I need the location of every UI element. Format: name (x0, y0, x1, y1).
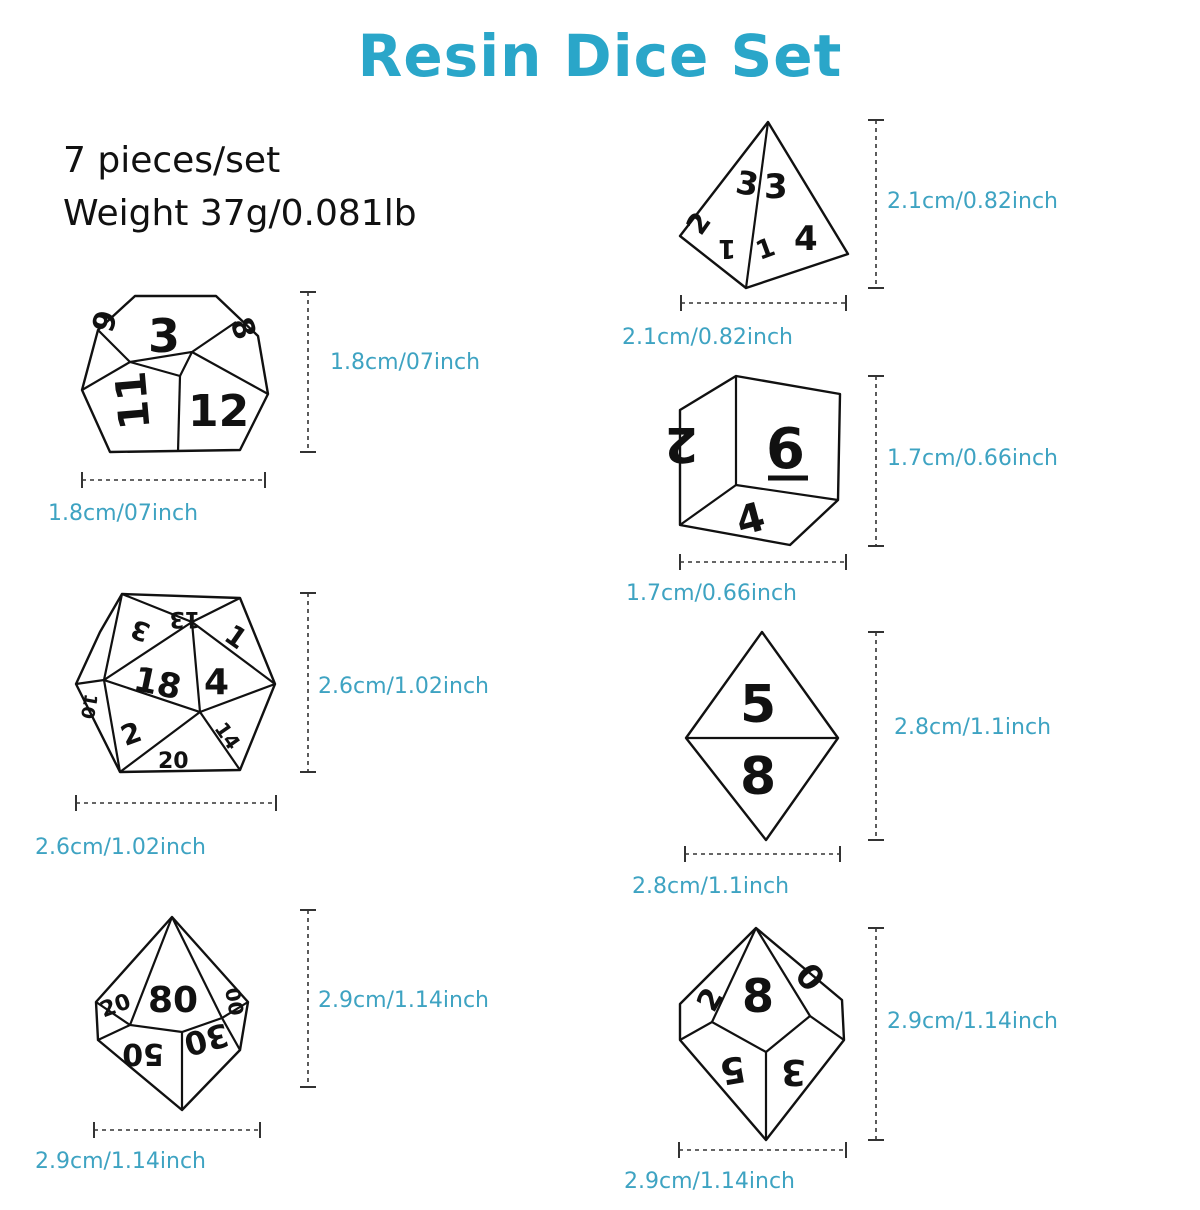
d8-height-label: 2.8cm/1.1inch (894, 715, 1052, 740)
d20-die: 13 3 1 18 4 10 2 14 20 (74, 592, 277, 774)
d12-face-label: 12 (188, 386, 249, 437)
d10-height-label: 2.9cm/1.14inch (887, 1009, 1059, 1034)
d10-width-label: 2.9cm/1.14inch (624, 1169, 796, 1194)
d8-face-label: 5 (740, 675, 776, 735)
d4-face-label: 1 (718, 233, 736, 263)
page-title: Resin Dice Set (357, 22, 843, 90)
d00-face-label: 80 (148, 980, 198, 1021)
d00-die: 20 80 00 50 30 (94, 915, 250, 1112)
d6-face-label: 2 (665, 416, 698, 472)
d8-width-label: 2.8cm/1.1inch (632, 874, 790, 899)
d12-die: 9 3 8 11 12 (80, 294, 270, 454)
d6-face-label: 6 (766, 417, 805, 482)
d20-face-label: 13 (169, 606, 200, 631)
d4-face-label: 4 (794, 219, 818, 259)
d10-die: 2 8 0 5 3 (678, 926, 846, 1142)
d10-face-label: 8 (742, 969, 774, 1023)
d4-width-label: 2.1cm/0.82inch (622, 325, 794, 350)
d8-face-label: 8 (740, 747, 776, 807)
d4-die: 3 3 2 1 1 4 (678, 120, 850, 290)
d10-face-label: 3 (781, 1051, 806, 1092)
d12-height-label: 1.8cm/07inch (330, 350, 481, 375)
d00-face-label: 00 (220, 986, 248, 1018)
weight-spec: Weight 37g/0.081lb (63, 193, 417, 234)
d00-face-label: 50 (122, 1036, 164, 1071)
d6-die: 2 6 4 (665, 374, 842, 547)
d20-width-label: 2.6cm/1.02inch (35, 835, 207, 860)
d00-width-label: 2.9cm/1.14inch (35, 1149, 207, 1174)
d4-face-label: 3 (764, 167, 788, 207)
d20-face-label: 4 (204, 662, 229, 703)
d4-height-label: 2.1cm/0.82inch (887, 189, 1059, 214)
d20-height-label: 2.6cm/1.02inch (318, 674, 490, 699)
d12-face-label: 3 (148, 309, 180, 363)
d00-height-label: 2.9cm/1.14inch (318, 988, 490, 1013)
d20-face-label: 20 (158, 749, 189, 774)
d6-width-label: 1.7cm/0.66inch (626, 581, 798, 606)
pieces-count: 7 pieces/set (63, 140, 281, 181)
d20-face-label: 18 (130, 659, 185, 708)
d20-face-label: 10 (76, 692, 101, 720)
d12-face-label: 11 (106, 369, 160, 432)
d8-die: 5 8 (684, 630, 840, 842)
d12-width-label: 1.8cm/07inch (48, 501, 199, 526)
d6-height-label: 1.7cm/0.66inch (887, 446, 1059, 471)
